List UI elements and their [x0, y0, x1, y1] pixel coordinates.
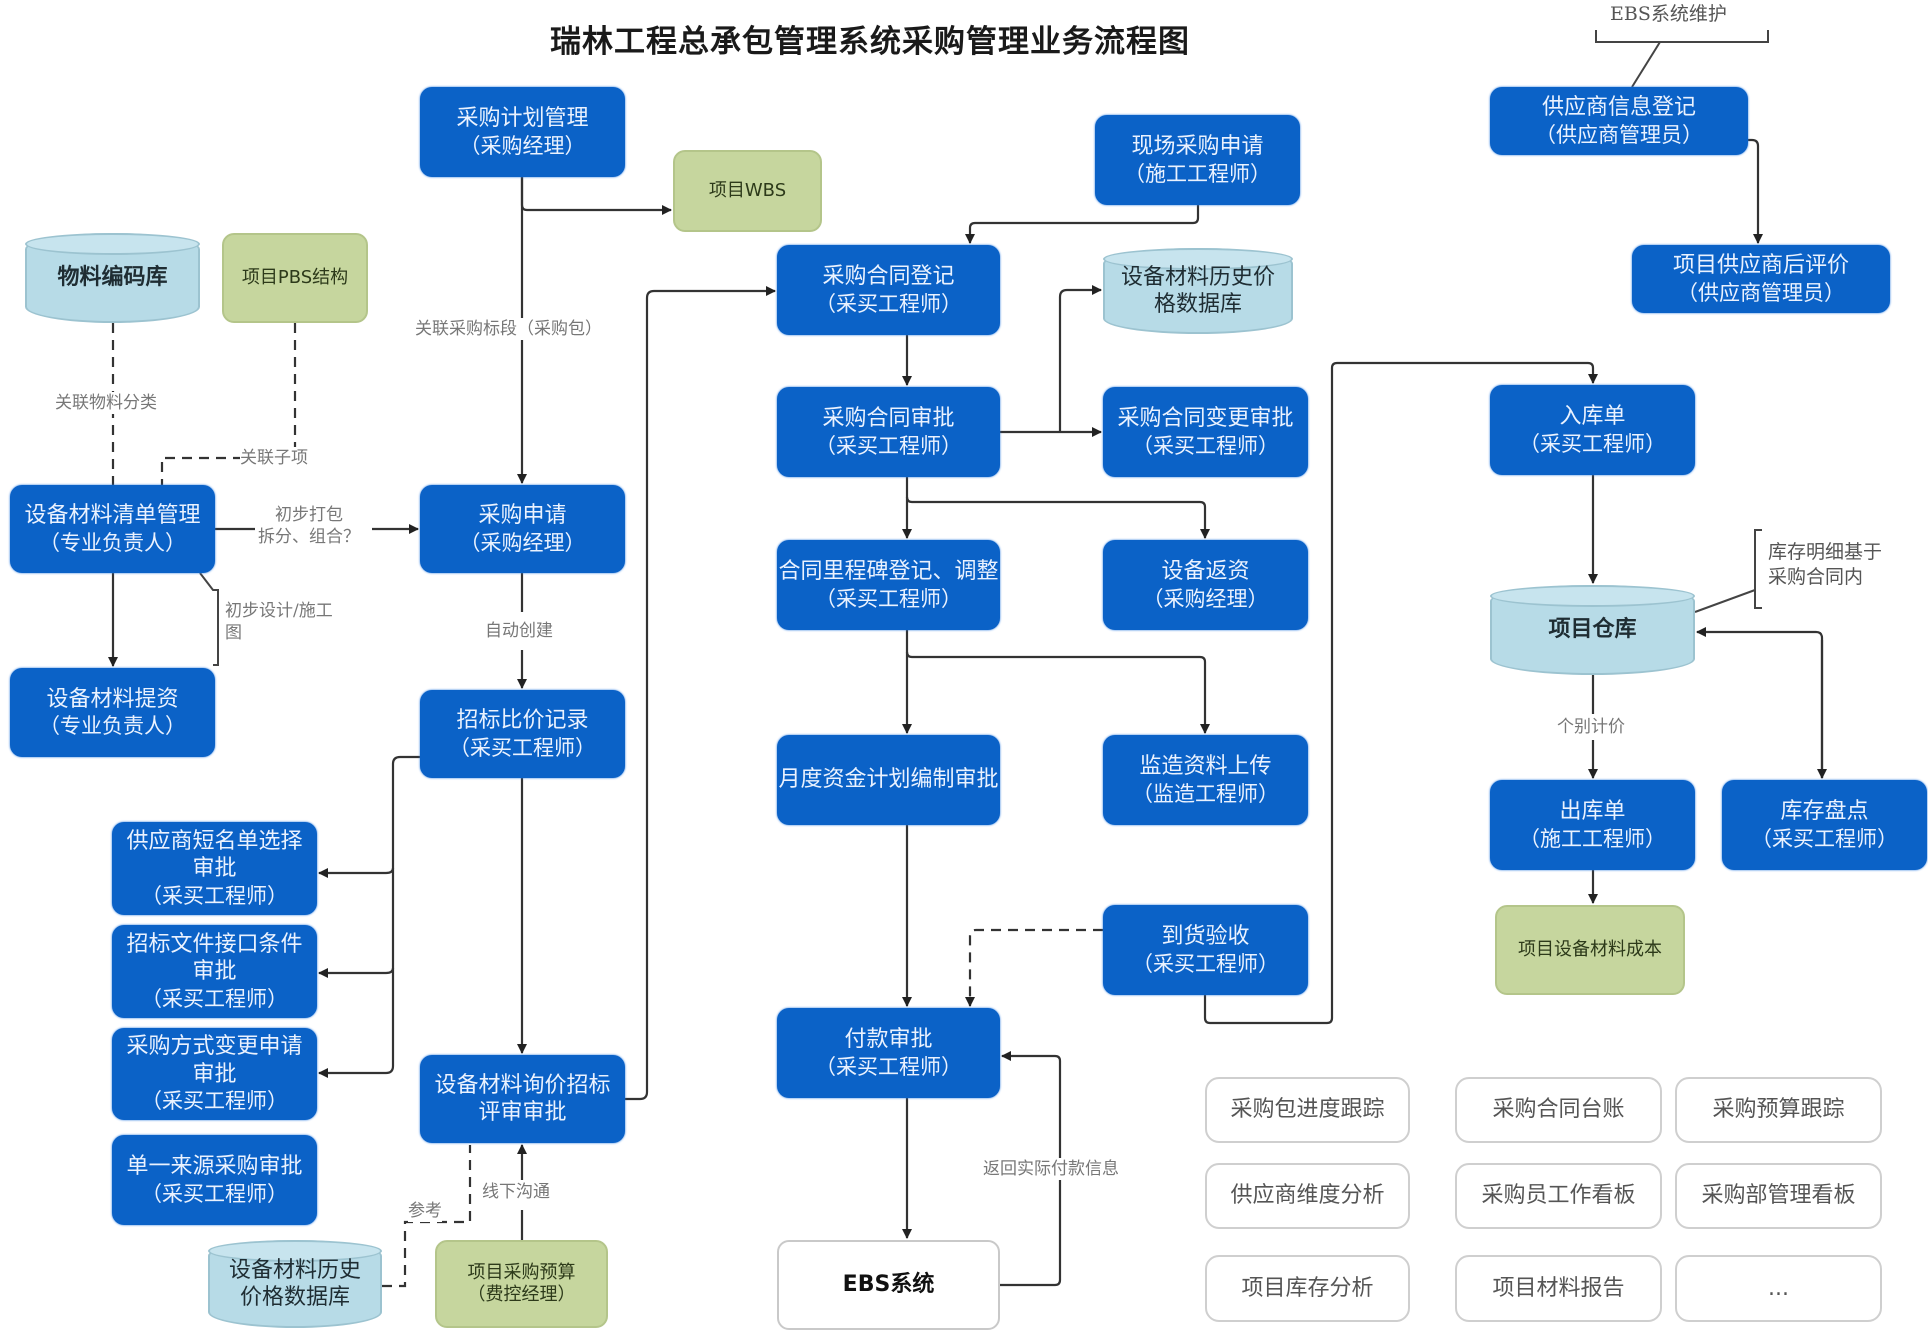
project-pbs-node[interactable]: 项目PBS结构 [222, 233, 368, 323]
report-item[interactable]: 采购员工作看板 [1455, 1163, 1662, 1229]
link-sub-item-label: 关联子项 [240, 447, 308, 470]
purchase-plan-node[interactable]: 采购计划管理 （采购经理） [420, 87, 625, 177]
report-item[interactable]: 项目库存分析 [1205, 1255, 1410, 1322]
ebs-maintenance-label: EBS系统维护 [1610, 3, 1727, 25]
method-change-approval-node[interactable]: 采购方式变更申请 审批 （采买工程师） [112, 1028, 317, 1120]
edge-approval-to-historydb [1058, 285, 1102, 432]
report-item[interactable]: 采购合同台账 [1455, 1077, 1662, 1143]
milestone-node[interactable]: 合同里程碑登记、调整 （采买工程师） [777, 540, 1000, 630]
initial-pack-label: 初步打包 拆分、组合？ [258, 504, 360, 549]
auto-create-label: 自动创建 [485, 620, 553, 643]
material-cost-node[interactable]: 项目设备材料成本 [1495, 905, 1685, 995]
material-code-db[interactable]: 物料编码库 [25, 233, 200, 323]
project-budget-node[interactable]: 项目采购预算 （费控经理） [435, 1240, 608, 1328]
edge-supplier-to-eval [1748, 138, 1763, 244]
return-payment-label: 返回实际付款信息 [983, 1158, 1119, 1181]
edge-milestone-to-supervision [905, 651, 1210, 734]
material-submit-node[interactable]: 设备材料提资 （专业负责人） [10, 668, 215, 757]
payment-approval-node[interactable]: 付款审批 （采买工程师） [777, 1008, 1000, 1098]
report-item[interactable]: 采购预算跟踪 [1675, 1077, 1882, 1143]
edge-bid-to-shortlist [318, 867, 395, 878]
supplier-register-node[interactable]: 供应商信息登记 （供应商管理员） [1490, 87, 1748, 155]
contract-approval-node[interactable]: 采购合同审批 （采买工程师） [777, 387, 1000, 477]
single-source-approval-node[interactable]: 单一来源采购审批 （采买工程师） [112, 1135, 317, 1225]
project-wbs-node[interactable]: 项目WBS [673, 150, 822, 232]
edge-arrival-to-payment [965, 928, 1103, 1007]
ebs-system-node[interactable]: EBS系统 [777, 1240, 1000, 1330]
supervision-upload-node[interactable]: 监造资料上传 （监造工程师） [1103, 735, 1308, 825]
edge-inventory-to-warehouse [1696, 627, 1824, 778]
stock-in-node[interactable]: 入库单 （采买工程师） [1490, 385, 1695, 475]
warehouse-db[interactable]: 项目仓库 [1490, 585, 1695, 675]
ebs-maintenance-bracket [1595, 30, 1769, 43]
link-material-class-label: 关联物料分类 [55, 392, 157, 415]
edge-inquiry-to-contract [625, 286, 776, 1101]
offline-comm-label: 线下沟通 [482, 1182, 550, 1202]
diagram-title: 瑞林工程总承包管理系统采购管理业务流程图 [550, 24, 1190, 60]
arrival-check-node[interactable]: 到货验收 （采买工程师） [1103, 905, 1308, 995]
history-price-db-bottom[interactable]: 设备材料历史 价格数据库 [208, 1240, 382, 1328]
report-item[interactable]: 供应商维度分析 [1205, 1163, 1410, 1229]
contract-register-node[interactable]: 采购合同登记 （采买工程师） [777, 245, 1000, 335]
link-bid-section-label: 关联采购标段（采购包） [415, 318, 602, 341]
history-price-db-top[interactable]: 设备材料历史价 格数据库 [1103, 248, 1293, 334]
inquiry-review-node[interactable]: 设备材料询价招标 评审审批 [420, 1055, 625, 1143]
contract-change-node[interactable]: 采购合同变更审批 （采买工程师） [1103, 387, 1308, 477]
design-drawing-label: 初步设计/施工 图 [225, 601, 333, 644]
monthly-fund-node[interactable]: 月度资金计划编制审批 [777, 735, 1000, 825]
inventory-note-label: 库存明细基于 采购合同内 [1768, 541, 1883, 588]
inventory-bracket [1694, 529, 1762, 613]
edge-site-to-contract [965, 205, 1200, 244]
purchase-request-node[interactable]: 采购申请 （采购经理） [420, 485, 625, 573]
report-item[interactable]: 采购部管理看板 [1675, 1163, 1882, 1229]
design-bracket [199, 572, 219, 666]
edge-plan-to-wbs [520, 177, 672, 215]
site-request-node[interactable]: 现场采购申请 （施工工程师） [1095, 115, 1300, 205]
ebs-maintenance-pointer [1631, 41, 1661, 88]
equipment-docs-node[interactable]: 设备返资 （采购经理） [1103, 540, 1308, 630]
bom-management-node[interactable]: 设备材料清单管理 （专业负责人） [10, 485, 215, 573]
report-item[interactable]: 项目材料报告 [1455, 1255, 1662, 1322]
inventory-count-node[interactable]: 库存盘点 （采买工程师） [1722, 780, 1927, 870]
reference-label: 参考 [408, 1200, 442, 1223]
edge-bid-branch [318, 755, 420, 1078]
stock-out-node[interactable]: 出库单 （施工工程师） [1490, 780, 1695, 870]
bid-compare-node[interactable]: 招标比价记录 （采买工程师） [420, 690, 625, 778]
shortlist-approval-node[interactable]: 供应商短名单选择 审批 （采买工程师） [112, 822, 317, 915]
edge-bid-to-biddoc [318, 967, 395, 978]
supplier-evaluation-node[interactable]: 项目供应商后评价 （供应商管理员） [1632, 245, 1890, 313]
individual-pricing-label: 个别计价 [1557, 716, 1625, 739]
edge-approval-to-docs [905, 496, 1210, 539]
bid-doc-approval-node[interactable]: 招标文件接口条件 审批 （采买工程师） [112, 925, 317, 1018]
report-item[interactable]: 采购包进度跟踪 [1205, 1077, 1410, 1143]
report-item-more[interactable]: ... [1675, 1255, 1882, 1322]
